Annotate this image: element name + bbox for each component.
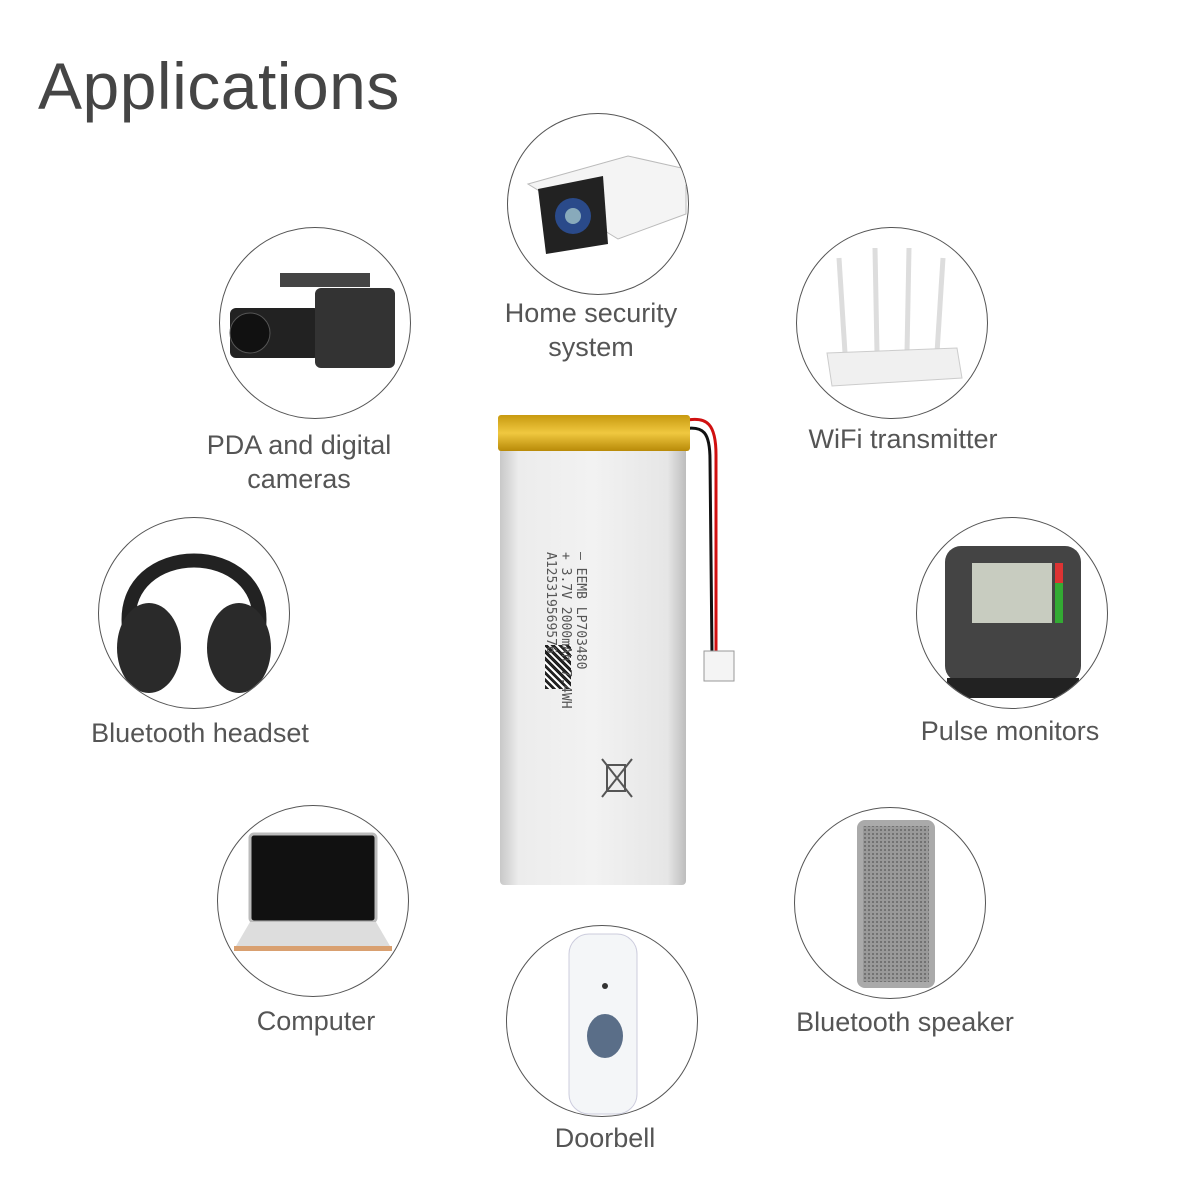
label-pulse: Pulse monitors [920,716,1100,746]
label-computer: Computer [256,1006,376,1036]
recycle-bin-icon [601,758,633,798]
label-headset: Bluetooth headset [91,718,309,748]
label-speaker: Bluetooth speaker [796,1007,1014,1037]
label-wifi: WiFi transmitter [808,424,998,454]
security-camera-icon [526,155,687,254]
qr-code [545,645,571,689]
label-doorbell: Doorbell [554,1123,656,1153]
battery-cell: – EEMB LP703480 + 3.7V 2000mAh 7.4WH A12… [500,447,686,885]
blood-pressure-monitor-icon [945,546,1081,698]
video-camera-icon [229,273,395,368]
battery-tape [498,415,690,451]
laptop-icon [234,832,392,951]
page-title: Applications [38,49,400,123]
battery-label: – EEMB LP703480 + 3.7V 2000mAh 7.4WH A12… [543,552,588,709]
battery-image: – EEMB LP703480 + 3.7V 2000mAh 7.4WH A12… [498,415,735,888]
pulse-circle [916,517,1108,709]
headphones-icon [117,553,271,693]
router-icon [826,247,963,387]
wifi-circle [796,227,988,419]
speaker-circle [794,807,986,999]
computer-circle [217,805,409,997]
doorbell-circle [506,925,698,1117]
home-security-circle [507,113,689,295]
pda-circle [219,227,411,419]
headset-circle [98,517,290,709]
battery-wires [682,417,735,682]
speaker-icon [857,820,935,988]
doorbell-icon [568,933,638,1115]
